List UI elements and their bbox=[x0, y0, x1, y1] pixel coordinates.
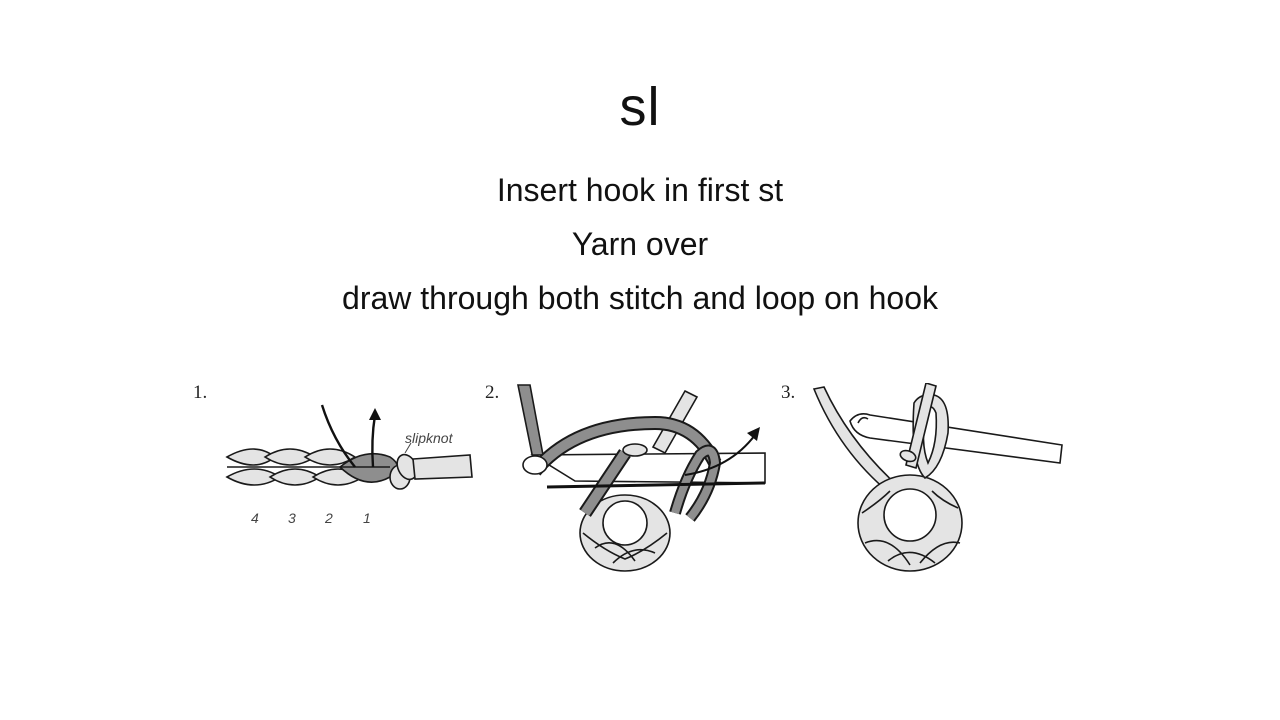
chain-label-1: 1 bbox=[363, 510, 371, 526]
figure-1-number: 1. bbox=[193, 382, 208, 403]
figure-1-chain-diagram: slipknot 4 3 2 1 bbox=[225, 404, 473, 526]
figure-3-ring-diagram bbox=[812, 383, 1063, 572]
slipknot-label: slipknot bbox=[405, 430, 454, 446]
instruction-list: Insert hook in first st Yarn over draw t… bbox=[0, 163, 1280, 325]
instruction-line-3: draw through both stitch and loop on hoo… bbox=[342, 280, 938, 316]
chain-label-3: 3 bbox=[288, 510, 296, 526]
figure-2-number: 2. bbox=[485, 382, 500, 403]
chain-label-4: 4 bbox=[251, 510, 259, 526]
figure-2-ring-diagram bbox=[517, 384, 766, 572]
instruction-line-1: Insert hook in first st bbox=[496, 172, 784, 208]
figure-3-number: 3. bbox=[781, 382, 796, 403]
instruction-line-2: Yarn over bbox=[571, 226, 709, 262]
slide-title: sl bbox=[619, 77, 661, 137]
chain-label-2: 2 bbox=[324, 510, 333, 526]
